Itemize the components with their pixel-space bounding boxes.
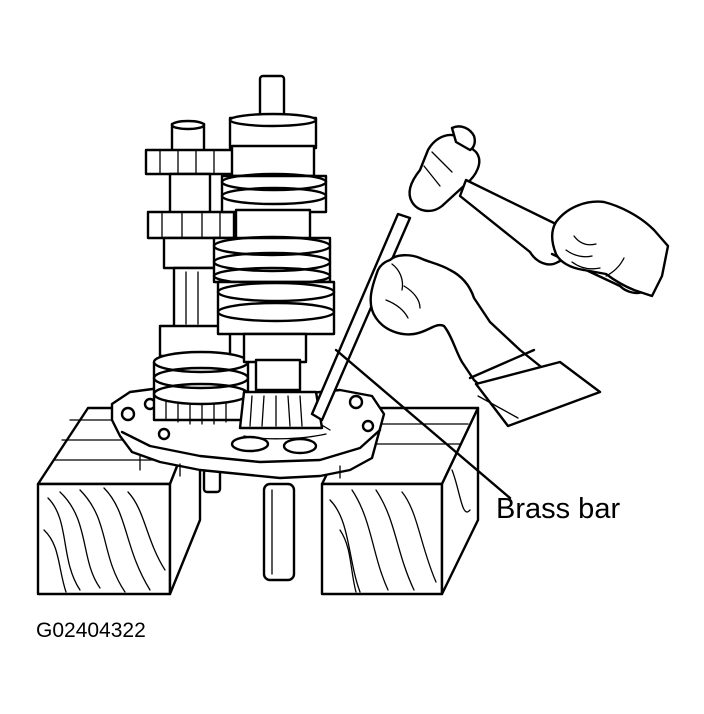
right-wood-block bbox=[320, 406, 480, 596]
left-hand bbox=[369, 254, 602, 428]
brass-bar-callout-label: Brass bar bbox=[496, 493, 621, 525]
callout-leader-line bbox=[334, 348, 512, 500]
countershaft-gear-stack bbox=[144, 119, 250, 425]
lower-shaft bbox=[202, 468, 296, 582]
figure-id-label: G02404322 bbox=[36, 619, 146, 642]
mainshaft-gear-stack bbox=[212, 74, 336, 430]
right-hand bbox=[551, 200, 670, 298]
